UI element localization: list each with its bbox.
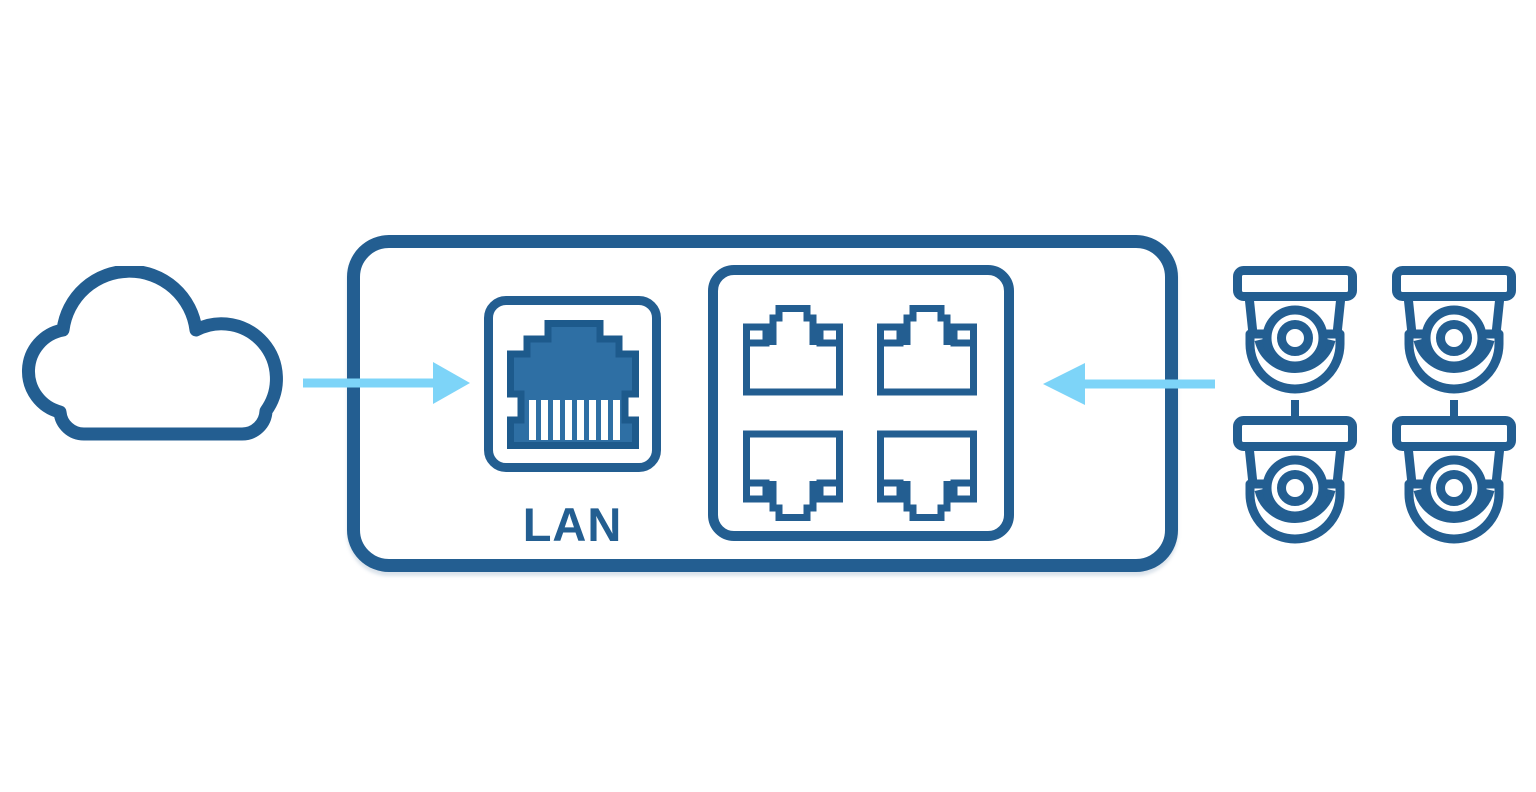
- camera-stem: [1291, 400, 1299, 418]
- ethernet-jack-icon: [877, 305, 977, 396]
- arrow-right-icon: [303, 362, 470, 404]
- switch-panel: [708, 265, 1014, 541]
- ethernet-jack-icon: [743, 305, 843, 396]
- cloud-icon: [22, 266, 283, 441]
- lan-label: LAN: [522, 498, 623, 551]
- dome-camera-icon: [1392, 266, 1516, 394]
- dome-camera-icon: [1233, 400, 1357, 544]
- dome-camera-icon: [1233, 266, 1357, 394]
- lan-port-icon: [484, 296, 661, 472]
- dome-camera-icon: [1392, 400, 1516, 544]
- ethernet-jack-icon: [743, 430, 843, 521]
- rj45-pins: [529, 400, 620, 440]
- rj45-connector-icon: [507, 320, 639, 449]
- arrow-left-icon: [1043, 363, 1215, 405]
- ethernet-jack-icon: [877, 430, 977, 521]
- camera-stem: [1450, 400, 1458, 418]
